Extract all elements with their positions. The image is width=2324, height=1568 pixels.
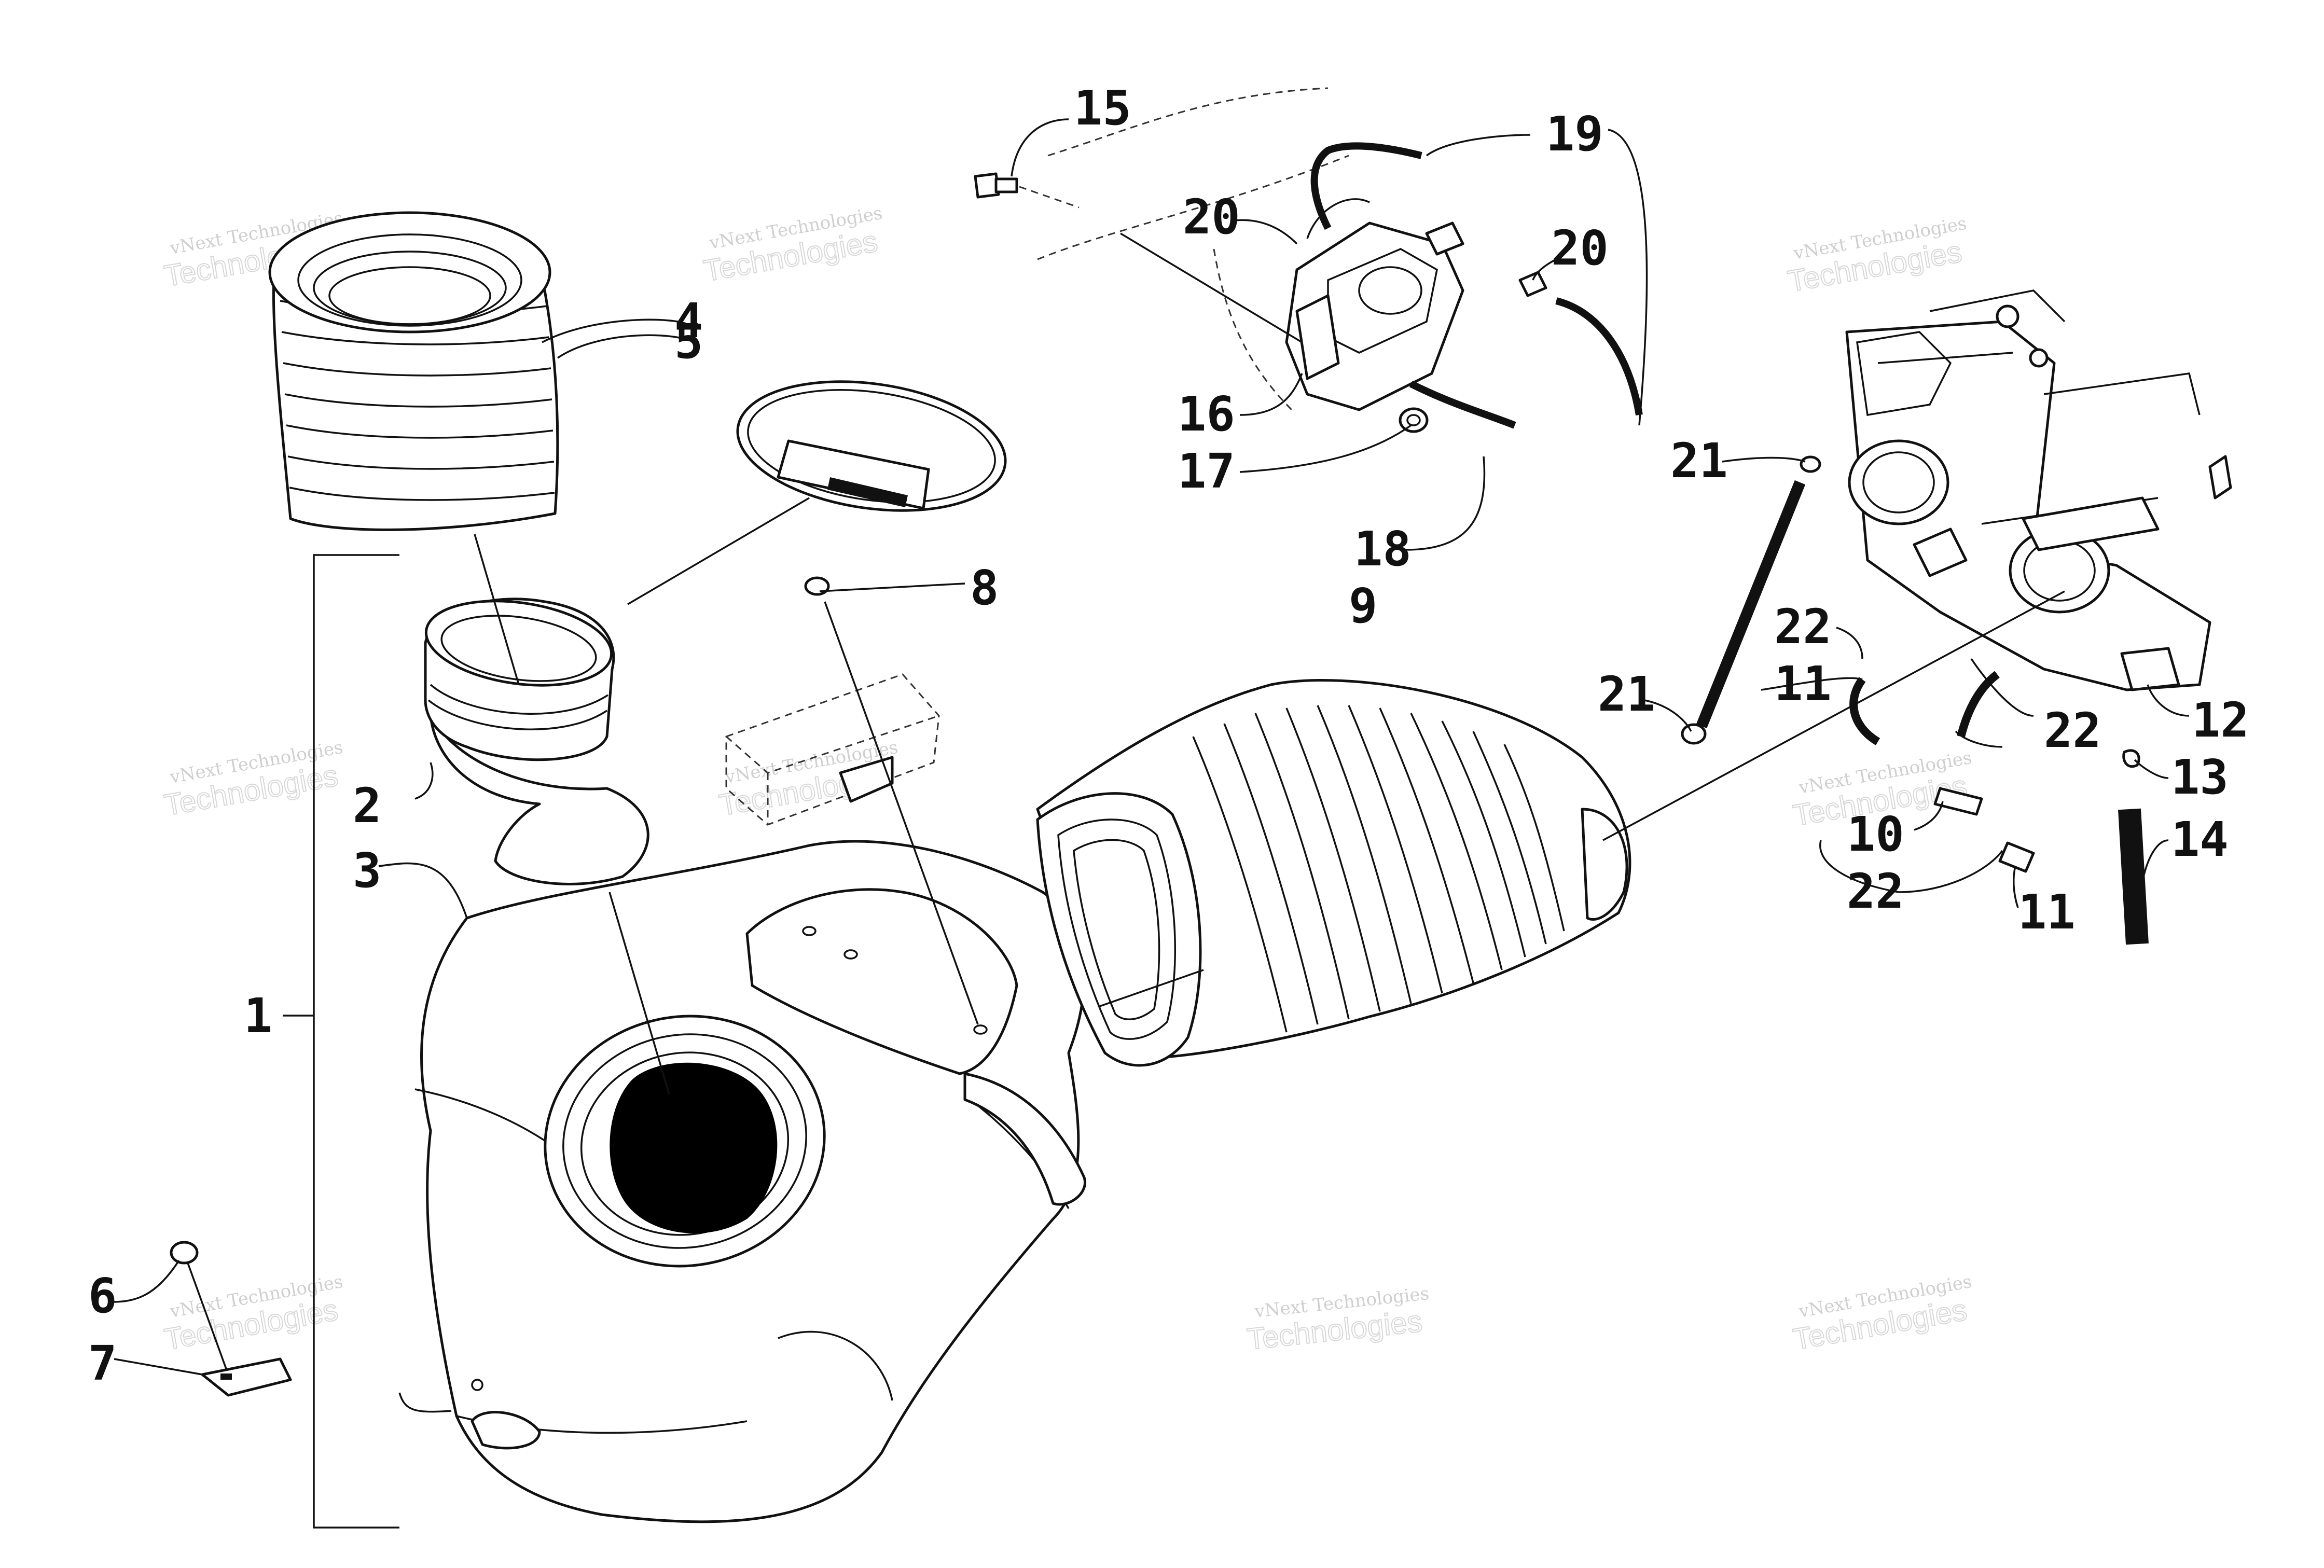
hose-11b bbox=[1998, 841, 2035, 873]
callout-1: 1 bbox=[244, 988, 272, 1044]
clip-7 bbox=[201, 1357, 292, 1397]
watermark: vNext Technologies Technologies bbox=[161, 1271, 344, 1357]
watermark: vNext Technologies Technologies bbox=[1785, 213, 1968, 299]
watermark: vNext Technologies Technologies bbox=[701, 203, 884, 289]
hose-22 bbox=[1957, 671, 2000, 738]
fuel-hose-19b bbox=[1555, 297, 1643, 416]
rivet-6 bbox=[170, 1241, 229, 1375]
callout-4: 4 bbox=[674, 293, 703, 349]
callout-10: 10 bbox=[1847, 807, 1904, 862]
callout-7: 7 bbox=[88, 1336, 117, 1391]
screw-15 bbox=[974, 172, 1080, 209]
callout-15: 15 bbox=[1074, 80, 1131, 136]
callout-19: 19 bbox=[1546, 106, 1603, 162]
hose-11 bbox=[1849, 677, 1880, 745]
callout-14: 14 bbox=[2171, 812, 2229, 867]
callout-20b: 20 bbox=[1551, 220, 1609, 276]
drain-hose-21 bbox=[1696, 480, 1806, 729]
mounting-bracket-outline bbox=[725, 673, 940, 826]
fitting-13 bbox=[2122, 749, 2140, 768]
callout-16: 16 bbox=[1178, 386, 1235, 442]
fuel-hose-18 bbox=[1409, 380, 1516, 429]
fitting-10 bbox=[1933, 787, 1983, 816]
clamp-band bbox=[736, 380, 1007, 512]
callout-2: 2 bbox=[353, 778, 381, 834]
hose-end-21b bbox=[1681, 723, 1707, 745]
callout-21a: 21 bbox=[1670, 433, 1728, 489]
filler-opening bbox=[610, 1062, 778, 1233]
callout-12: 12 bbox=[2192, 692, 2249, 748]
callout-11b: 11 bbox=[2018, 884, 2076, 940]
callout-17: 17 bbox=[1178, 443, 1235, 499]
watermark: vNext Technologies Technologies bbox=[161, 737, 344, 823]
callout-22a: 22 bbox=[1774, 599, 1832, 655]
leader-lines bbox=[111, 118, 2190, 1413]
callout-20a: 20 bbox=[1183, 189, 1240, 245]
air-box-hose bbox=[1036, 678, 1631, 1067]
callout-18: 18 bbox=[1354, 521, 1412, 577]
watermark: vNext Technologies Technologies bbox=[1790, 1271, 1973, 1357]
vent-hose-14 bbox=[2118, 808, 2149, 945]
callout-5: 5 bbox=[674, 314, 703, 369]
hose-clamp-20 bbox=[1518, 271, 1547, 297]
callout-21b: 21 bbox=[1598, 667, 1655, 722]
carburetor-assembly bbox=[1845, 289, 2232, 691]
fuel-tank bbox=[414, 840, 1087, 1523]
assembly-bracket bbox=[313, 554, 399, 1529]
filler-adapter bbox=[424, 598, 649, 885]
callout-22b: 22 bbox=[2044, 703, 2101, 758]
callout-9: 9 bbox=[1349, 578, 1377, 634]
callout-11a: 11 bbox=[1774, 656, 1832, 712]
hose-end-21 bbox=[1800, 455, 1821, 473]
callout-22c: 22 bbox=[1847, 864, 1904, 919]
callout-labels: 1 2 3 4 5 6 7 8 9 10 11 11 12 13 14 15 1… bbox=[88, 80, 2249, 1391]
fuel-pump bbox=[1037, 87, 1464, 433]
callout-3: 3 bbox=[353, 843, 381, 898]
intake-bellows-boot bbox=[268, 211, 559, 531]
callout-13: 13 bbox=[2171, 750, 2229, 805]
callout-6: 6 bbox=[88, 1268, 117, 1324]
callout-8: 8 bbox=[970, 560, 999, 616]
watermark: vNext Technologies Technologies bbox=[1245, 1283, 1430, 1357]
fuel-hose-19 bbox=[1310, 142, 1422, 230]
